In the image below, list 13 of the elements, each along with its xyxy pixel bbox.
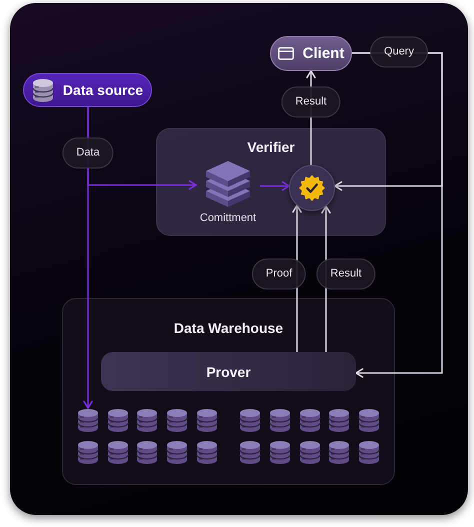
arrow: [260, 181, 290, 191]
node-label: Comittment: [200, 212, 256, 224]
group-title: Verifier: [247, 138, 295, 156]
edge-label: Query: [370, 36, 428, 68]
group-title: Data Warehouse: [174, 319, 284, 337]
node-label: Data source: [62, 82, 144, 98]
pill-node: [270, 36, 352, 71]
pill-node: [23, 73, 152, 107]
group-panel: [62, 298, 395, 485]
group-panel: [156, 128, 386, 236]
process-box: Prover: [101, 352, 356, 391]
node-label: Client: [302, 45, 344, 62]
database-icon: [77, 408, 99, 433]
